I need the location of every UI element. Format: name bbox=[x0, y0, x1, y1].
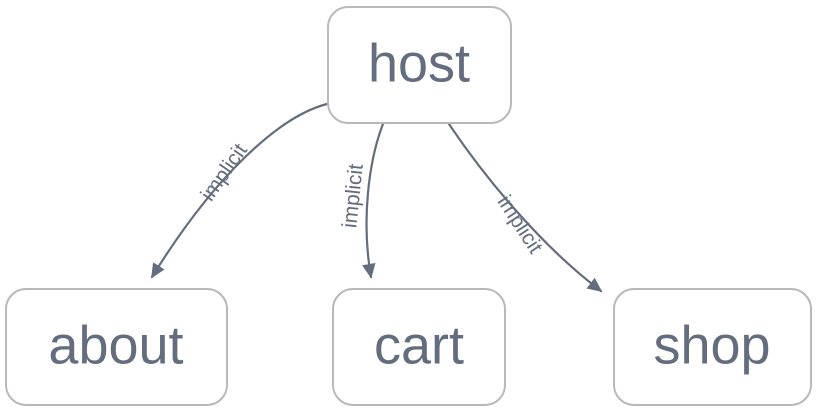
node-cart-box[interactable] bbox=[332, 288, 506, 406]
node-cart-label: cart bbox=[374, 315, 464, 375]
node-cart[interactable]: cart bbox=[332, 288, 506, 406]
node-host-box[interactable] bbox=[327, 6, 512, 124]
edge-host-cart[interactable]: implicit bbox=[338, 122, 385, 279]
edge-host-cart-label: implicit bbox=[338, 163, 368, 229]
edge-host-about[interactable]: implicit bbox=[150, 102, 329, 279]
edge-host-about-path[interactable] bbox=[150, 102, 329, 279]
node-about-label: about bbox=[48, 315, 183, 375]
edge-host-about-label: implicit bbox=[196, 139, 252, 205]
node-shop-label: shop bbox=[653, 315, 770, 375]
edge-host-shop-path[interactable] bbox=[447, 122, 603, 293]
edge-host-cart-path[interactable] bbox=[362, 122, 385, 279]
edges-layer: implicit implicit implicit bbox=[150, 102, 603, 293]
node-shop-box[interactable] bbox=[613, 288, 812, 406]
node-host-label: host bbox=[368, 33, 470, 93]
nodes-layer: host about cart shop bbox=[5, 6, 812, 406]
node-about[interactable]: about bbox=[5, 288, 228, 406]
node-host[interactable]: host bbox=[327, 6, 512, 124]
node-shop[interactable]: shop bbox=[613, 288, 812, 406]
node-about-box[interactable] bbox=[5, 288, 228, 406]
edge-host-shop-label: implicit bbox=[493, 191, 547, 257]
edge-host-shop[interactable]: implicit bbox=[447, 122, 603, 293]
